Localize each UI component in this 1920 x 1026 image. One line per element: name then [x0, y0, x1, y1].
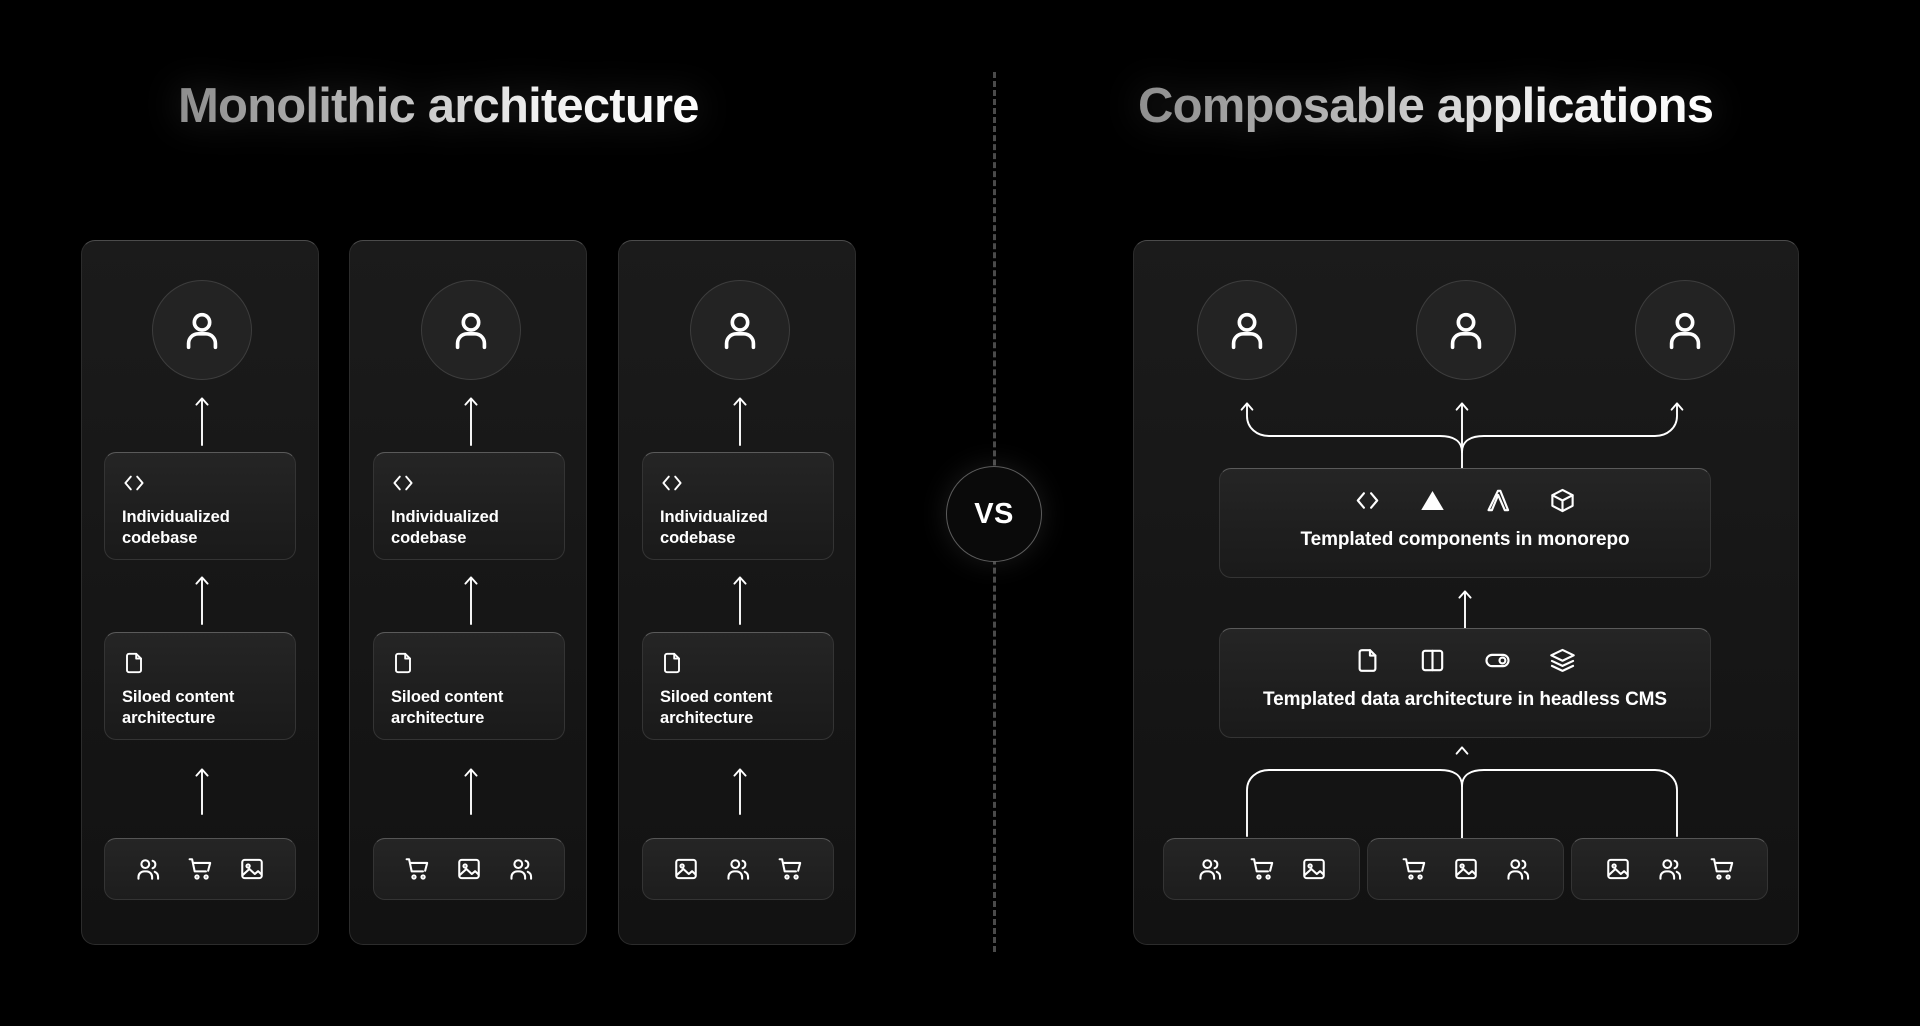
image-icon [241, 858, 263, 880]
card-individualized-codebase: Individualized codebase [104, 452, 296, 560]
arrow-up [463, 395, 479, 446]
card-label: Templated components in monorepo [1300, 529, 1630, 550]
users-icon [1658, 859, 1681, 880]
code-icon [393, 475, 413, 491]
card-individualized-codebase: Individualized codebase [373, 452, 565, 560]
card-siloed-content-architecture: Siloed content architecture [642, 632, 834, 740]
avatar [1416, 280, 1516, 380]
toggle-icon [1485, 653, 1510, 668]
card-individualized-codebase: Individualized codebase [642, 452, 834, 560]
cube-icon [1551, 488, 1574, 513]
image-icon [1454, 858, 1477, 880]
arrow-up [463, 766, 479, 815]
card-label: Siloed content architecture [660, 688, 773, 728]
shopping-cart-icon [1250, 858, 1273, 880]
card-icon-row [391, 651, 547, 675]
avatar [421, 280, 521, 380]
arrow-up [732, 574, 748, 625]
vs-badge: VS [946, 466, 1042, 562]
page-title-monolithic: Monolithic architecture [178, 79, 699, 133]
card-label: Individualized codebase [391, 508, 499, 548]
avatar [690, 280, 790, 380]
channel-icon-tray [1571, 838, 1768, 900]
users-icon [1198, 859, 1221, 880]
card-templated-data-architecture: Templated data architecture in headless … [1219, 628, 1711, 738]
image-icon [458, 858, 480, 880]
card-siloed-content-architecture: Siloed content architecture [373, 632, 565, 740]
card-icon-row [391, 471, 547, 495]
triangle-icon [1421, 491, 1444, 510]
card-label: Templated data architecture in headless … [1263, 689, 1667, 710]
channel-icon-tray [642, 838, 834, 900]
card-icon-row [122, 471, 278, 495]
code-icon [124, 475, 144, 491]
card-templated-components: Templated components in monorepo [1219, 468, 1711, 578]
user-icon [1669, 312, 1701, 350]
card-label: Siloed content architecture [391, 688, 504, 728]
user-icon [724, 312, 756, 350]
document-icon [1358, 649, 1377, 672]
card-label: Siloed content architecture [122, 688, 235, 728]
shopping-cart-icon [778, 858, 802, 880]
card-siloed-content-architecture: Siloed content architecture [104, 632, 296, 740]
arrow-up [194, 766, 210, 815]
arrow-up [194, 395, 210, 446]
users-icon [1506, 859, 1529, 880]
channel-icon-tray [373, 838, 565, 900]
card-icon-row [1237, 487, 1693, 514]
document-icon [126, 652, 142, 674]
card-icon-row [1237, 647, 1693, 674]
columns-icon [1421, 649, 1444, 672]
avatar [152, 280, 252, 380]
card-label: Individualized codebase [122, 508, 230, 548]
arrow-up [463, 574, 479, 625]
code-icon [1356, 492, 1379, 509]
avatar [1635, 280, 1735, 380]
page-title-composable: Composable applications [1138, 79, 1714, 133]
card-icon-row [660, 471, 816, 495]
avatar [1197, 280, 1297, 380]
user-icon [1450, 312, 1482, 350]
branch-connector-up [1237, 398, 1687, 477]
arrow-up [732, 395, 748, 446]
channel-icon-tray [1367, 838, 1564, 900]
image-icon [675, 858, 697, 880]
channel-icon-tray [1163, 838, 1360, 900]
image-icon [1606, 858, 1629, 880]
users-icon [510, 859, 533, 880]
users-icon [137, 859, 160, 880]
arrow-up [1457, 588, 1473, 635]
lambda-icon [1487, 489, 1510, 512]
users-icon [727, 859, 750, 880]
layers-icon [1550, 648, 1575, 672]
document-icon [664, 652, 680, 674]
card-icon-row [660, 651, 816, 675]
shopping-cart-icon [1710, 858, 1733, 880]
user-icon [186, 312, 218, 350]
channel-icon-tray [104, 838, 296, 900]
arrow-up [194, 574, 210, 625]
shopping-cart-icon [1402, 858, 1425, 880]
card-label: Individualized codebase [660, 508, 768, 548]
user-icon [455, 312, 487, 350]
branch-connector-merge [1237, 744, 1687, 841]
vs-badge-label: VS [974, 497, 1014, 530]
card-icon-row [122, 651, 278, 675]
shopping-cart-icon [188, 858, 212, 880]
document-icon [395, 652, 411, 674]
shopping-cart-icon [405, 858, 429, 880]
user-icon [1231, 312, 1263, 350]
arrow-up [732, 766, 748, 815]
image-icon [1302, 858, 1325, 880]
code-icon [662, 475, 682, 491]
